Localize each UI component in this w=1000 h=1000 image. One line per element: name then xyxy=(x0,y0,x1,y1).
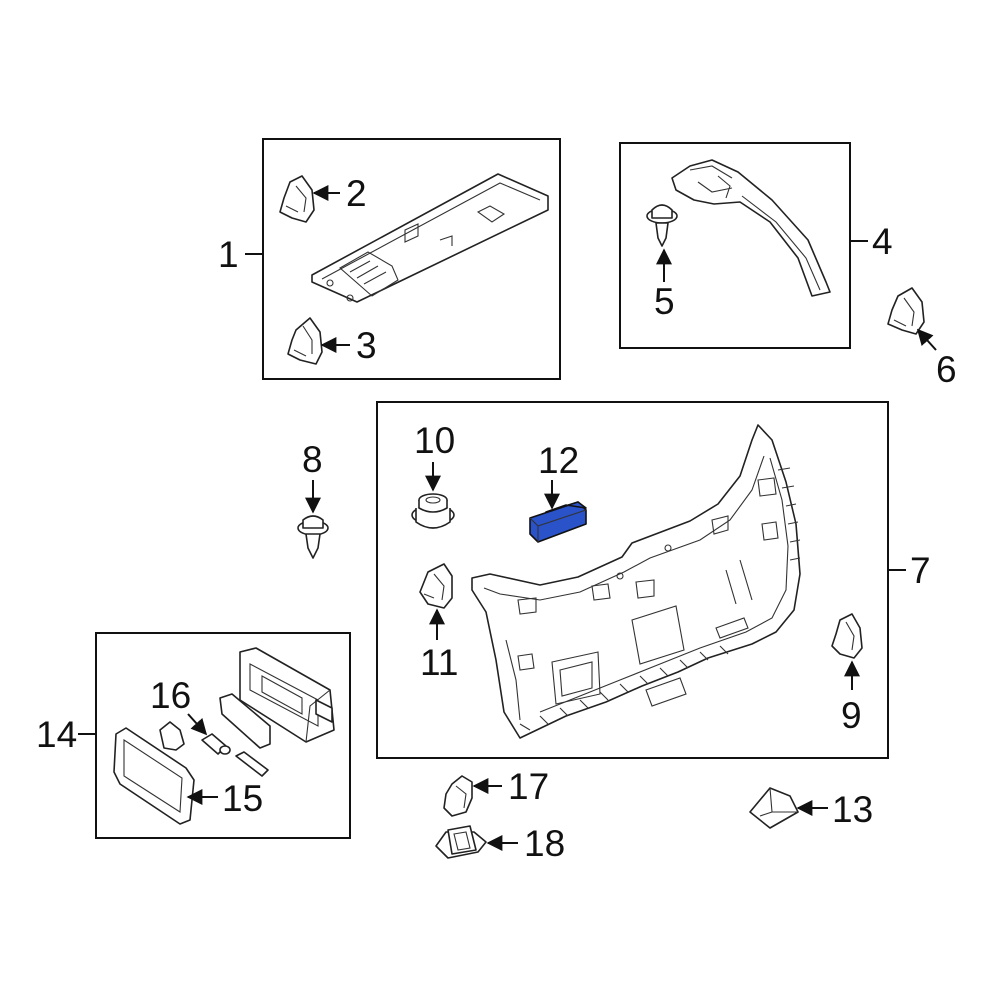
part-5-push-clip[interactable] xyxy=(646,204,678,247)
part-13-bracket[interactable] xyxy=(749,787,799,829)
callout-10[interactable]: 10 xyxy=(414,420,455,461)
part-9-clip[interactable] xyxy=(831,613,863,659)
callout-15[interactable]: 15 xyxy=(222,778,263,819)
group-box-7 xyxy=(376,401,889,759)
part-10-grommet[interactable] xyxy=(411,493,455,529)
part-18-fastener[interactable] xyxy=(435,825,487,859)
arrow-16 xyxy=(187,713,208,736)
callout-12[interactable]: 12 xyxy=(538,440,579,481)
part-16-bulb[interactable] xyxy=(201,733,231,755)
part-3-clip[interactable] xyxy=(287,317,323,365)
group-box-4 xyxy=(619,142,851,349)
callout-1[interactable]: 1 xyxy=(218,234,239,275)
arrow-6 xyxy=(916,328,937,351)
part-4-garnish[interactable] xyxy=(671,159,831,297)
part-1-trim-bracket[interactable] xyxy=(311,173,549,303)
callout-4[interactable]: 4 xyxy=(872,221,893,262)
part-12-pad-highlighted[interactable] xyxy=(529,501,587,543)
callout-8[interactable]: 8 xyxy=(302,439,323,480)
part-bracket-strip xyxy=(219,693,271,777)
part-11-clip[interactable] xyxy=(419,563,453,609)
callout-3[interactable]: 3 xyxy=(356,325,377,366)
group-box-1 xyxy=(262,138,561,380)
callout-2[interactable]: 2 xyxy=(346,173,367,214)
part-17-clip[interactable] xyxy=(443,775,473,817)
part-8-push-clip[interactable] xyxy=(297,515,329,559)
callout-9[interactable]: 9 xyxy=(841,695,862,736)
callout-18[interactable]: 18 xyxy=(524,823,565,864)
callout-16[interactable]: 16 xyxy=(150,675,191,716)
callout-14[interactable]: 14 xyxy=(36,714,77,755)
callout-13[interactable]: 13 xyxy=(832,789,873,830)
callout-6[interactable]: 6 xyxy=(936,349,957,390)
part-6-clip[interactable] xyxy=(887,287,925,335)
part-15-lens[interactable] xyxy=(113,727,195,825)
part-socket-clip xyxy=(159,721,185,751)
callout-11[interactable]: 11 xyxy=(420,642,458,683)
part-7-door-trim-panel[interactable] xyxy=(471,424,801,739)
callout-17[interactable]: 17 xyxy=(508,766,549,807)
callout-7[interactable]: 7 xyxy=(910,550,931,591)
group-box-14 xyxy=(95,632,351,839)
callout-5[interactable]: 5 xyxy=(654,281,675,322)
part-2-clip[interactable] xyxy=(279,175,315,223)
